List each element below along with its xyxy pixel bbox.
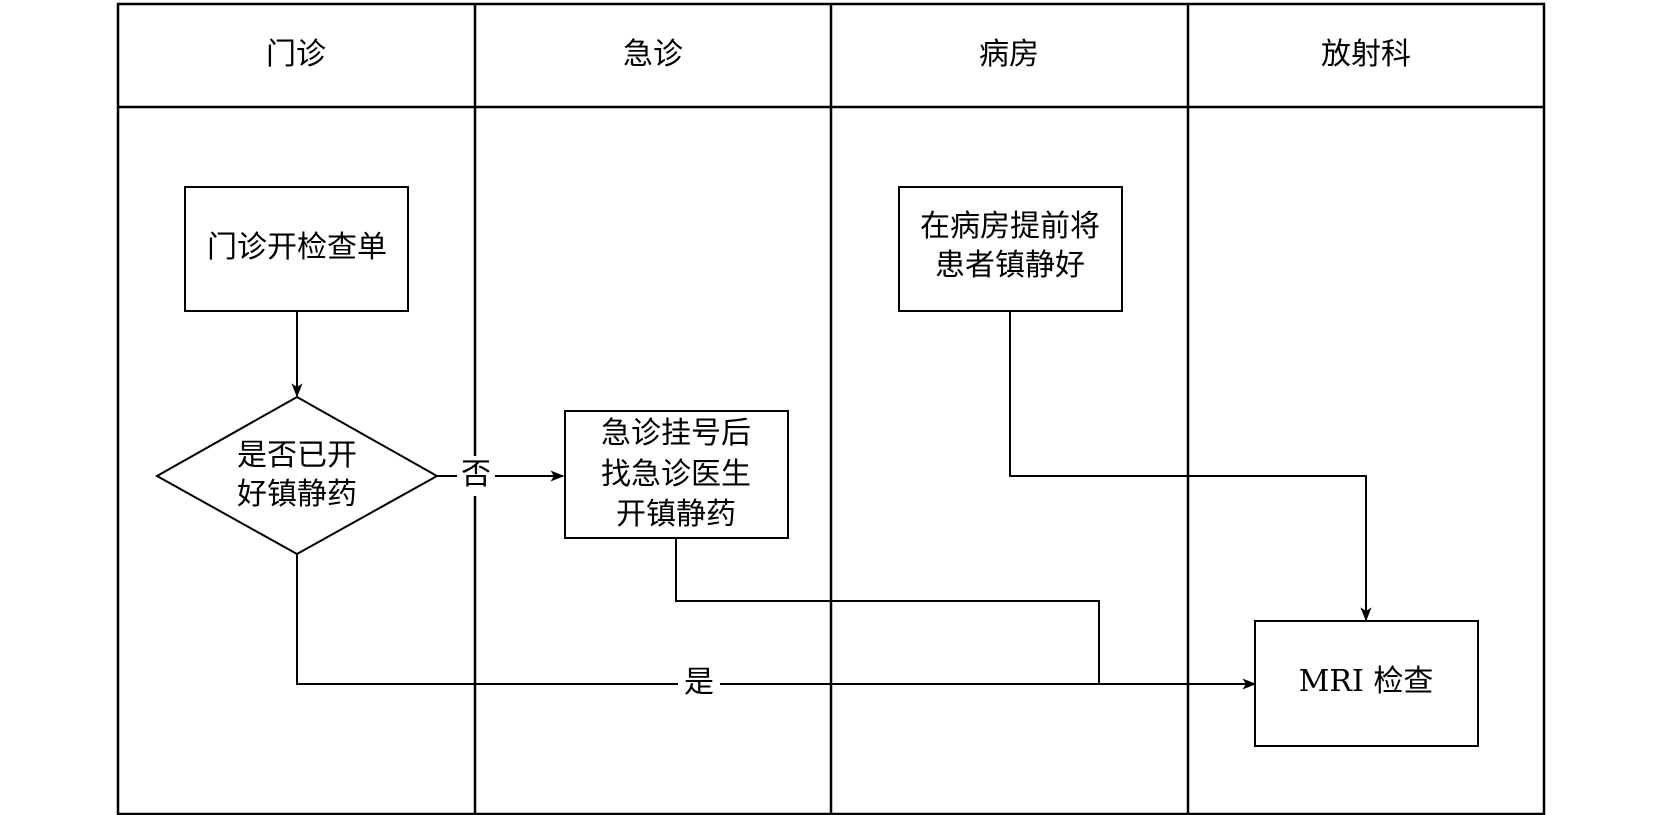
- node-outpatient-order: [184, 186, 409, 312]
- node-sedative-decision-line-1: 是否已开: [237, 438, 357, 473]
- node-mri-exam: [1254, 620, 1479, 747]
- lane-title-emergency: 急诊: [623, 37, 683, 72]
- edge-label-yes-bg: [678, 664, 720, 704]
- lane-title-radiology: 放射科: [1321, 37, 1411, 72]
- node-mri-exam-label: MRI 检查: [1299, 664, 1434, 699]
- node-outpatient-order-label: 门诊开检查单: [207, 230, 387, 265]
- node-sedative-decision-line-2: 好镇静药: [237, 477, 357, 512]
- edge-emergency-to-main: [675, 538, 1100, 684]
- node-emergency-sedative: [564, 410, 789, 539]
- node-ward-sedation-line-2: 患者镇静好: [935, 248, 1085, 283]
- lane-title-ward: 病房: [979, 37, 1039, 72]
- node-ward-sedation: [898, 186, 1123, 312]
- edge-decision-yes: [296, 553, 1257, 690]
- node-emergency-sedative-line-1: 急诊挂号后: [601, 416, 751, 451]
- lane-title-outpatient: 门诊: [266, 37, 326, 72]
- edge-label-no-bg: [457, 456, 495, 496]
- edge-ward-to-mri: [1009, 311, 1372, 622]
- edge-label-no: 否: [461, 457, 491, 492]
- node-ward-sedation-line-1: 在病房提前将: [920, 209, 1100, 244]
- node-sedative-decision: [154, 395, 440, 556]
- edge-label-yes: 是: [684, 665, 714, 700]
- node-emergency-sedative-line-3: 开镇静药: [616, 497, 736, 532]
- node-emergency-sedative-line-2: 找急诊医生: [601, 457, 751, 492]
